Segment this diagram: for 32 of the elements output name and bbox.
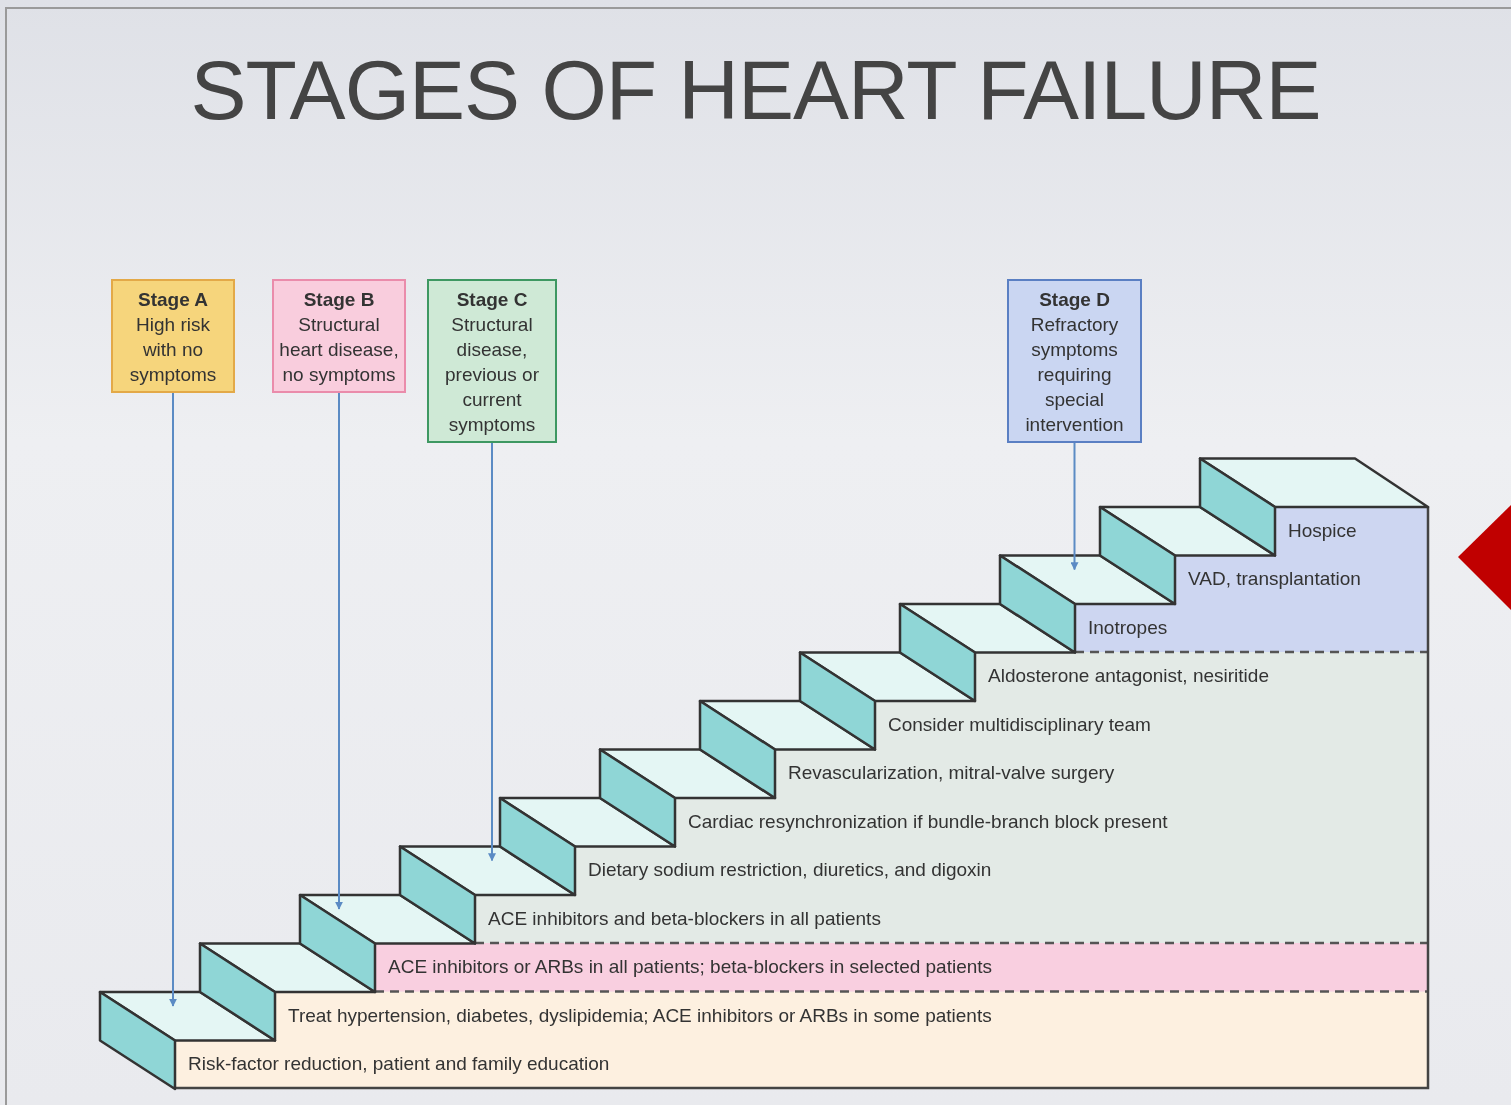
treatment-text: Inotropes <box>1088 616 1168 639</box>
treatment-text: ACE inhibitors and beta-blockers in all patients <box>488 907 881 930</box>
slide-marker <box>1458 505 1511 610</box>
treatment-text: VAD, transplantation <box>1188 568 1361 590</box>
treatment-text: ACE inhibitors or ARBs in all patients; beta-blockers in selected patients <box>388 956 993 978</box>
treatment-text: Revascularization, mitral-valve surgery <box>788 762 1115 784</box>
stage-heading: Stage B <box>302 288 376 312</box>
arrow <box>335 392 343 910</box>
title: STAGES OF HEART FAILURE <box>189 42 1322 139</box>
stage-heading: Stage A <box>136 288 209 312</box>
treatment-text: Treat hypertension, diabetes, dyslipidemia; ACE inhibitors or ARBs in some patients <box>288 1004 992 1027</box>
stage-heading: Stage D <box>1038 288 1111 312</box>
treatment-text: Aldosterone antagonist, nesiritide <box>988 665 1269 687</box>
stage-description: Structural heart disease, no symptoms <box>278 313 400 387</box>
stair-step <box>1198 457 1430 557</box>
treatment-text: Dietary sodium restriction, diuretics, and digoxin <box>588 859 992 881</box>
stage-box <box>427 279 557 443</box>
treatment-text: Hospice <box>1288 519 1357 542</box>
stage-description: Refractory symptoms requiring special intervention <box>1024 313 1125 437</box>
treatment-text: Cardiac resynchronization if bundle-branch block present <box>688 810 1168 833</box>
arrow <box>169 392 177 1007</box>
stage-box <box>111 279 235 393</box>
stage-description: High risk with no symptoms <box>128 313 218 387</box>
treatment-text: Risk-factor reduction, patient and family education <box>188 1053 610 1075</box>
stage-box <box>272 279 406 393</box>
arrow <box>1070 442 1079 571</box>
stage-box <box>1007 279 1142 443</box>
treatment-text: Consider multidisciplinary team <box>888 713 1151 736</box>
arrow <box>488 442 496 862</box>
stair-step <box>98 990 277 1091</box>
stage-description: Structural disease, previous or current symptoms <box>444 313 540 437</box>
stage-heading: Stage C <box>455 288 529 312</box>
